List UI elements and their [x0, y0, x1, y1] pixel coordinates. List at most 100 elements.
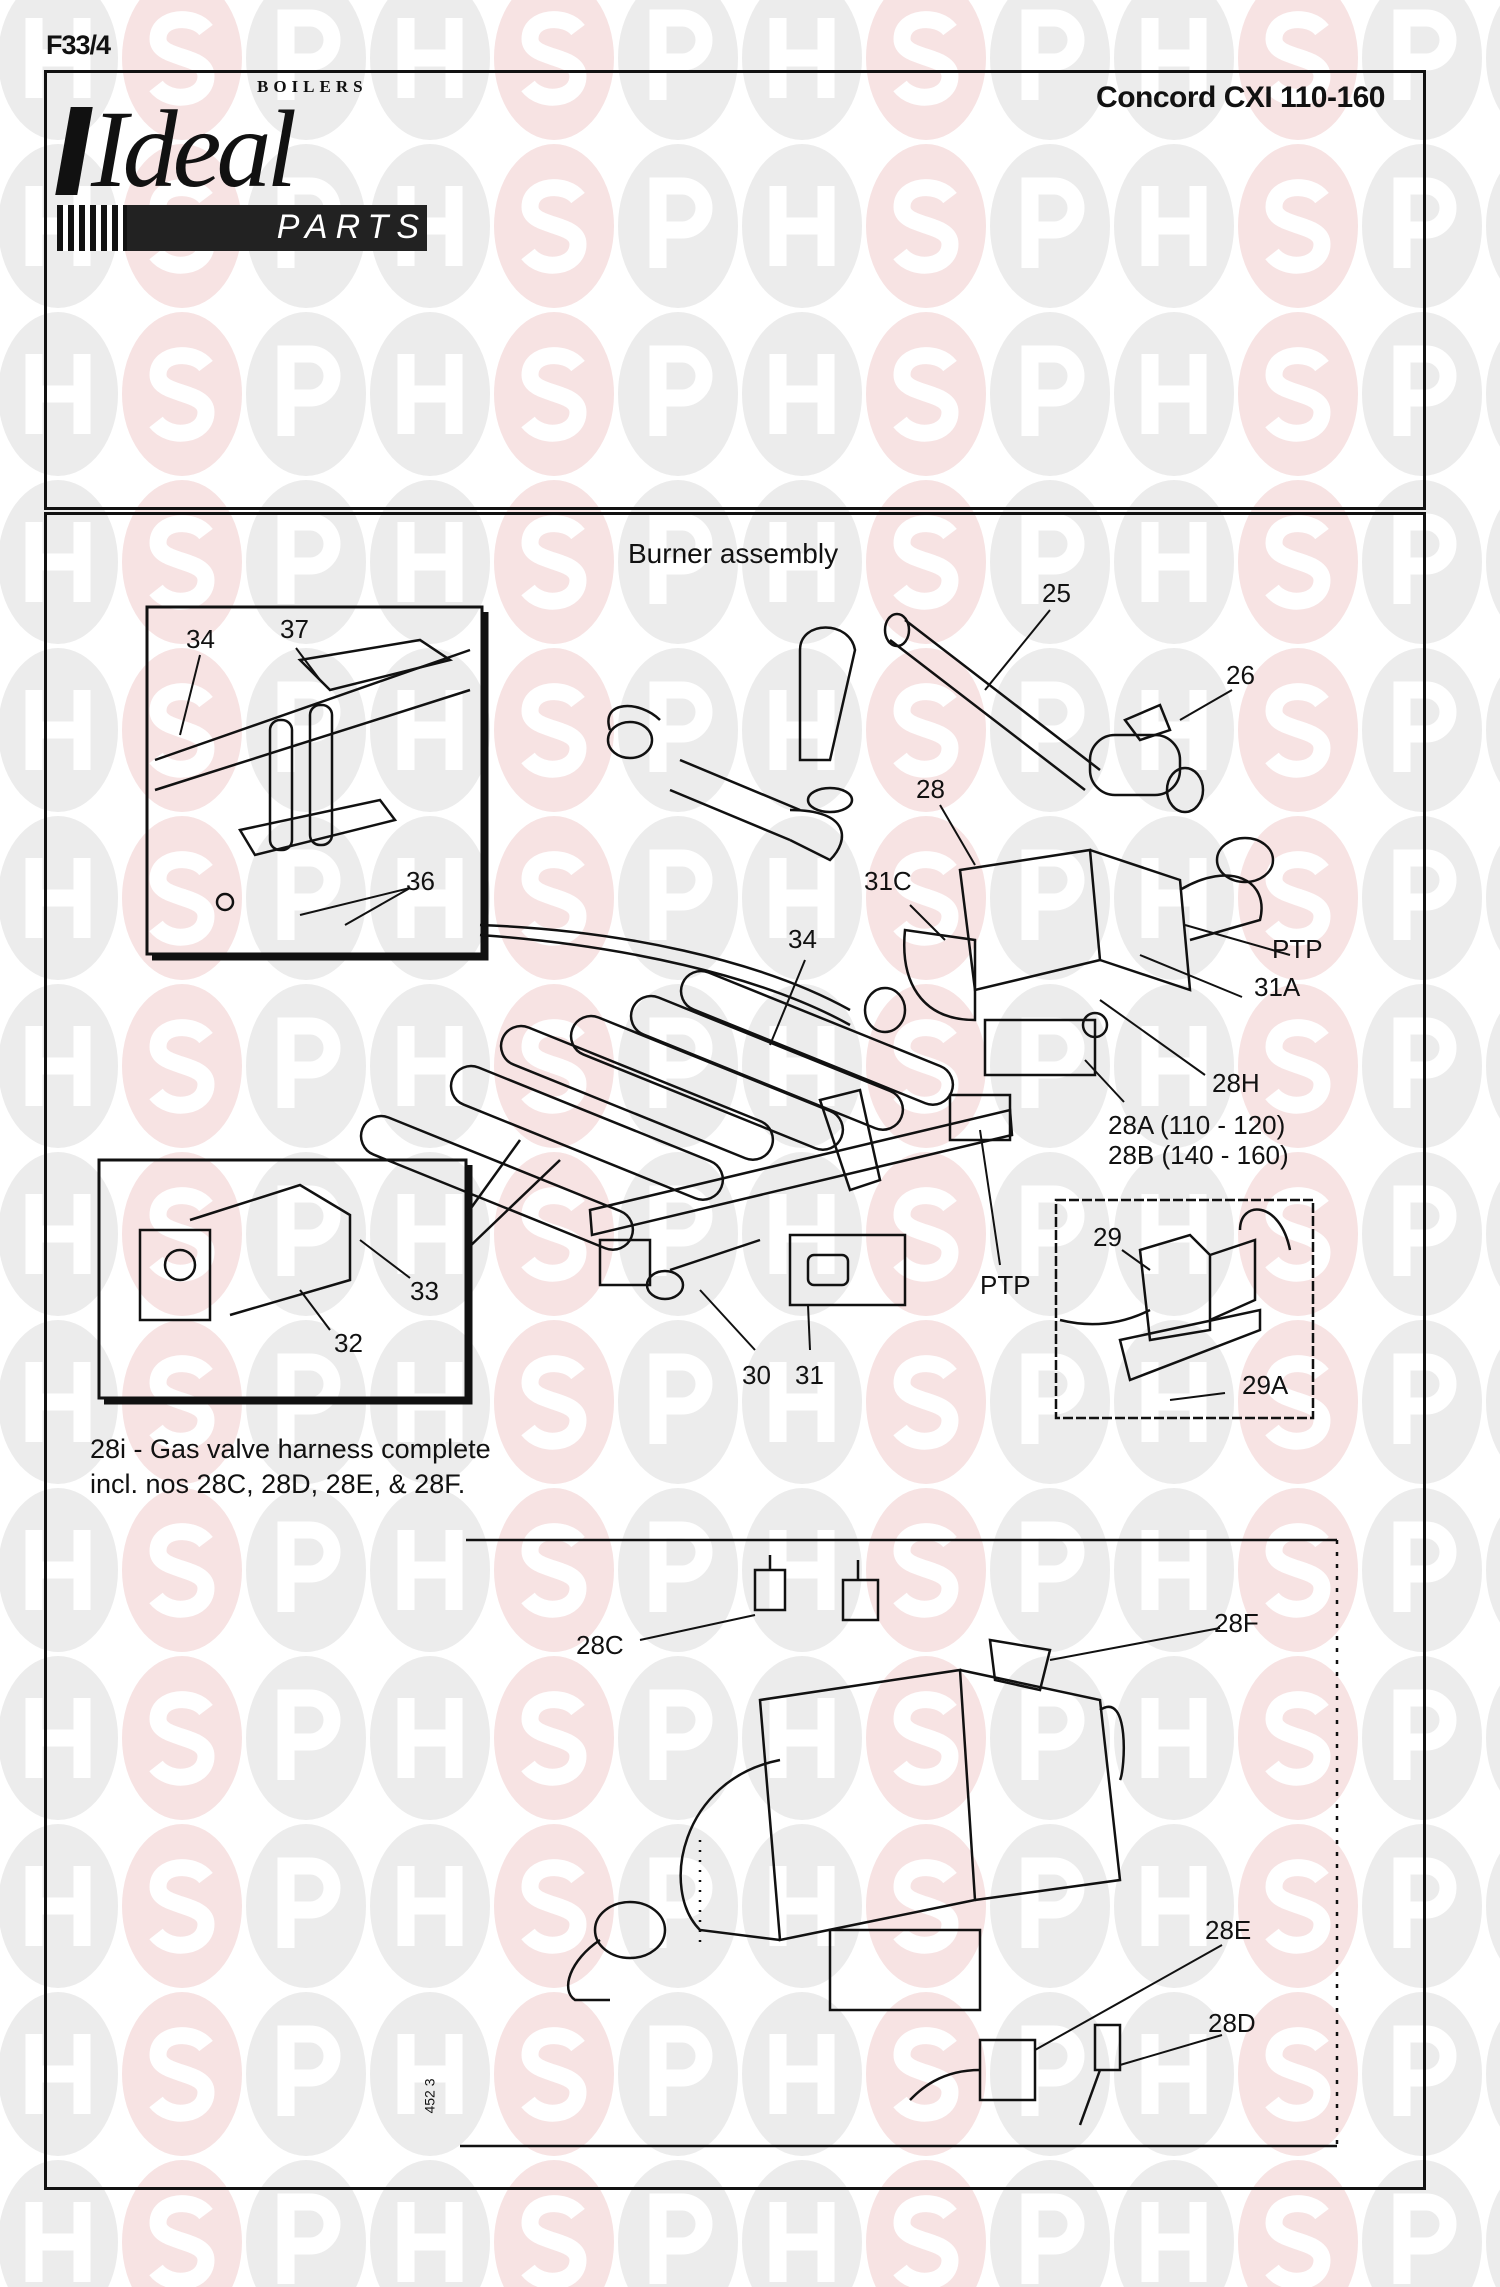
watermark-letter-glyph	[149, 347, 215, 442]
watermark-letter-glyph	[1141, 858, 1207, 938]
watermark-letter-glyph	[1265, 179, 1331, 274]
diagram-box	[44, 512, 1426, 2190]
watermark-letter-glyph	[25, 1362, 91, 1442]
watermark-letter-glyph	[1265, 1355, 1331, 1450]
part-label-28a: 28A (110 - 120)	[1108, 1110, 1286, 1140]
watermark-letter-glyph	[1393, 9, 1457, 100]
watermark-letter-glyph	[1265, 2027, 1331, 2122]
logo-mark	[55, 107, 93, 195]
watermark-letter-glyph	[1265, 851, 1331, 946]
watermark-letter-glyph	[1393, 2193, 1457, 2284]
watermark-letter-glyph	[893, 851, 959, 946]
logo-boilers-text: BOILERS	[257, 77, 368, 96]
watermark-letter-glyph	[149, 2027, 215, 2122]
watermark-letter-glyph	[649, 2193, 713, 2284]
watermark-letter-glyph	[769, 522, 835, 602]
model-title: Concord CXI 110-160	[1096, 81, 1385, 114]
watermark-letter-glyph	[397, 1194, 463, 1274]
burner-bars	[359, 969, 955, 1251]
watermark-letter-glyph	[521, 1355, 587, 1450]
watermark-letter-glyph	[1393, 1353, 1457, 1444]
watermark-circle	[1486, 2189, 1500, 2287]
inset-burner-end-box	[97, 1158, 468, 1400]
part-label-33: 33	[410, 1276, 439, 1306]
part-label-ptp-upper: PTP	[1272, 934, 1323, 964]
watermark-letter-glyph	[277, 1857, 341, 1948]
part-label-31: 31	[795, 1360, 824, 1390]
part-label-32: 32	[334, 1328, 363, 1358]
watermark-letter-glyph	[521, 1691, 587, 1786]
watermark-circle	[1486, 677, 1500, 783]
watermark-letter-glyph	[649, 849, 713, 940]
watermark-letter-glyph	[893, 1523, 959, 1618]
logo-brand-name: Ideal	[91, 88, 297, 210]
part-label-29: 29	[1093, 1222, 1122, 1252]
watermark-letter-glyph	[893, 1355, 959, 1450]
watermark-letter-glyph	[769, 354, 835, 434]
watermark-circle	[618, 2160, 738, 2287]
part-label-ptp-lower: PTP	[980, 1270, 1031, 1300]
watermark-circle	[1486, 1853, 1500, 1959]
gas-valve-28	[863, 836, 1275, 1077]
part-label-28: 28	[916, 774, 945, 804]
watermark-circle	[1486, 173, 1500, 279]
watermark-letter-glyph	[397, 690, 463, 770]
inset-electrode-shadow	[152, 612, 489, 961]
watermark-letter-glyph	[149, 515, 215, 610]
watermark-letter-glyph	[1141, 1026, 1207, 1106]
watermark-letter-glyph	[149, 1859, 215, 1954]
pilot-burner-30	[598, 1233, 907, 1307]
watermark-letter-glyph	[1265, 515, 1331, 610]
watermark-letter-glyph	[769, 858, 835, 938]
watermark-letter-glyph	[397, 1698, 463, 1778]
watermark-letter-glyph	[649, 513, 713, 604]
watermark-letter-glyph	[1021, 345, 1085, 436]
watermark-letter-glyph	[25, 2034, 91, 2114]
watermark-letter-glyph	[893, 1187, 959, 1282]
document-code: F33/4	[46, 30, 111, 60]
watermark-letter-glyph	[1021, 681, 1085, 772]
watermark-letter-glyph	[893, 11, 959, 106]
diagram-title: Burner assembly	[628, 538, 839, 569]
watermark-letter-glyph	[25, 1026, 91, 1106]
watermark-letter-glyph	[1021, 513, 1085, 604]
transformer-29	[1059, 1208, 1292, 1382]
watermark-letter-glyph	[1265, 683, 1331, 778]
drawing-reference: 452 3	[421, 2078, 438, 2114]
watermark-circle	[246, 2160, 366, 2287]
watermark-letter-glyph	[277, 345, 341, 436]
watermark-letter-glyph	[893, 179, 959, 274]
watermark-letter-glyph	[1021, 1017, 1085, 1108]
watermark-letter-glyph	[1021, 849, 1085, 940]
watermark-letter-glyph	[521, 1019, 587, 1114]
watermark-letter-glyph	[277, 2025, 341, 2116]
watermark-letter-glyph	[1393, 1689, 1457, 1780]
part-label-36: 36	[406, 866, 435, 896]
watermark-letter-glyph	[1141, 1866, 1207, 1946]
part-label-25: 25	[1042, 578, 1071, 608]
watermark-letter-glyph	[769, 18, 835, 98]
watermark-letter-glyph	[1141, 690, 1207, 770]
watermark-circle	[1486, 509, 1500, 615]
watermark-letter-glyph	[893, 1859, 959, 1954]
part-label-28b: 28B (140 - 160)	[1108, 1140, 1289, 1170]
watermark-letter-glyph	[1265, 347, 1331, 442]
watermark-circle	[1486, 845, 1500, 951]
elbow-pipes	[606, 626, 857, 862]
inset-transformer-box	[1054, 1198, 1315, 1420]
leader-lines	[179, 609, 1291, 2066]
watermark-letter-glyph	[149, 2195, 215, 2287]
watermark-letter-glyph	[521, 683, 587, 778]
watermark-letter-glyph	[769, 690, 835, 770]
watermark-letter-glyph	[397, 2202, 463, 2282]
watermark-letter-glyph	[521, 1187, 587, 1282]
watermark-letter-glyph	[277, 1017, 341, 1108]
part-label-30: 30	[742, 1360, 771, 1390]
watermark-letter-glyph	[397, 2034, 463, 2114]
watermark-letter-glyph	[521, 515, 587, 610]
watermark-letter-glyph	[1141, 1698, 1207, 1778]
watermark-letter-glyph	[25, 1866, 91, 1946]
watermark-letter-glyph	[521, 851, 587, 946]
watermark-letter-glyph	[893, 2195, 959, 2287]
